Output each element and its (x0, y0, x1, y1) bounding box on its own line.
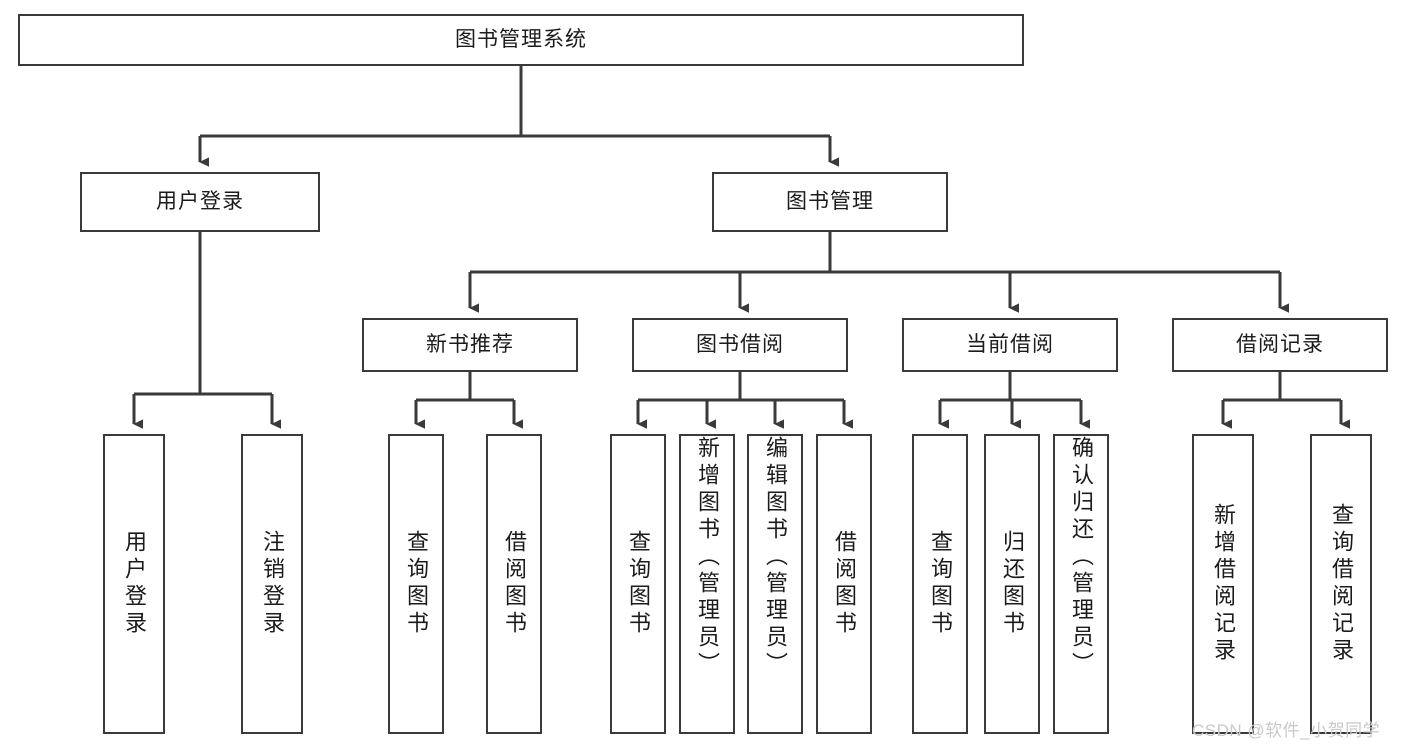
leaf-borrow-book-2-label: 借阅图书 (831, 530, 857, 638)
node-borrow-record-label: 借阅记录 (1236, 332, 1324, 356)
leaf-borrow-book-2[interactable]: 借阅图书 (816, 434, 872, 734)
leaf-user-login[interactable]: 用户登录 (103, 434, 165, 734)
leaf-add-book-label: 新增图书（管理员） (694, 436, 720, 679)
leaf-user-login-label: 用户登录 (121, 530, 147, 638)
leaf-edit-book[interactable]: 编辑图书（管理员） (747, 434, 803, 734)
node-book-manage-label: 图书管理 (786, 189, 874, 213)
node-current-borrow[interactable]: 当前借阅 (902, 318, 1118, 372)
leaf-confirm-return[interactable]: 确认归还（管理员） (1053, 434, 1109, 734)
leaf-borrow-book-1[interactable]: 借阅图书 (486, 434, 542, 734)
leaf-query-book-2[interactable]: 查询图书 (610, 434, 666, 734)
leaf-query-record[interactable]: 查询借阅记录 (1310, 434, 1372, 734)
leaf-confirm-return-label: 确认归还（管理员） (1068, 436, 1094, 679)
node-new-book-recommend[interactable]: 新书推荐 (362, 318, 578, 372)
leaf-query-book-2-label: 查询图书 (625, 530, 651, 638)
leaf-query-book-1-label: 查询图书 (403, 530, 429, 638)
node-book-manage[interactable]: 图书管理 (712, 172, 948, 232)
node-root-label: 图书管理系统 (455, 27, 587, 51)
watermark-text: CSDN @软件_小贺同学 (1192, 721, 1381, 740)
leaf-query-book-1[interactable]: 查询图书 (388, 434, 444, 734)
node-current-borrow-label: 当前借阅 (966, 332, 1054, 356)
leaf-return-book-label: 归还图书 (999, 530, 1025, 638)
leaf-add-book[interactable]: 新增图书（管理员） (679, 434, 735, 734)
leaf-query-book-3-label: 查询图书 (927, 530, 953, 638)
leaf-edit-book-label: 编辑图书（管理员） (762, 436, 788, 679)
leaf-user-logout[interactable]: 注销登录 (241, 434, 303, 734)
node-new-book-recommend-label: 新书推荐 (426, 332, 514, 356)
node-user-login[interactable]: 用户登录 (80, 172, 320, 232)
node-book-borrow-label: 图书借阅 (696, 332, 784, 356)
leaf-borrow-book-1-label: 借阅图书 (501, 530, 527, 638)
node-borrow-record[interactable]: 借阅记录 (1172, 318, 1388, 372)
leaf-query-record-label: 查询借阅记录 (1328, 503, 1354, 665)
leaf-user-logout-label: 注销登录 (259, 530, 285, 638)
node-user-login-label: 用户登录 (156, 189, 244, 213)
node-root[interactable]: 图书管理系统 (18, 14, 1024, 66)
leaf-return-book[interactable]: 归还图书 (984, 434, 1040, 734)
leaf-add-record-label: 新增借阅记录 (1210, 503, 1236, 665)
leaf-add-record[interactable]: 新增借阅记录 (1192, 434, 1254, 734)
leaf-query-book-3[interactable]: 查询图书 (912, 434, 968, 734)
node-book-borrow[interactable]: 图书借阅 (632, 318, 848, 372)
